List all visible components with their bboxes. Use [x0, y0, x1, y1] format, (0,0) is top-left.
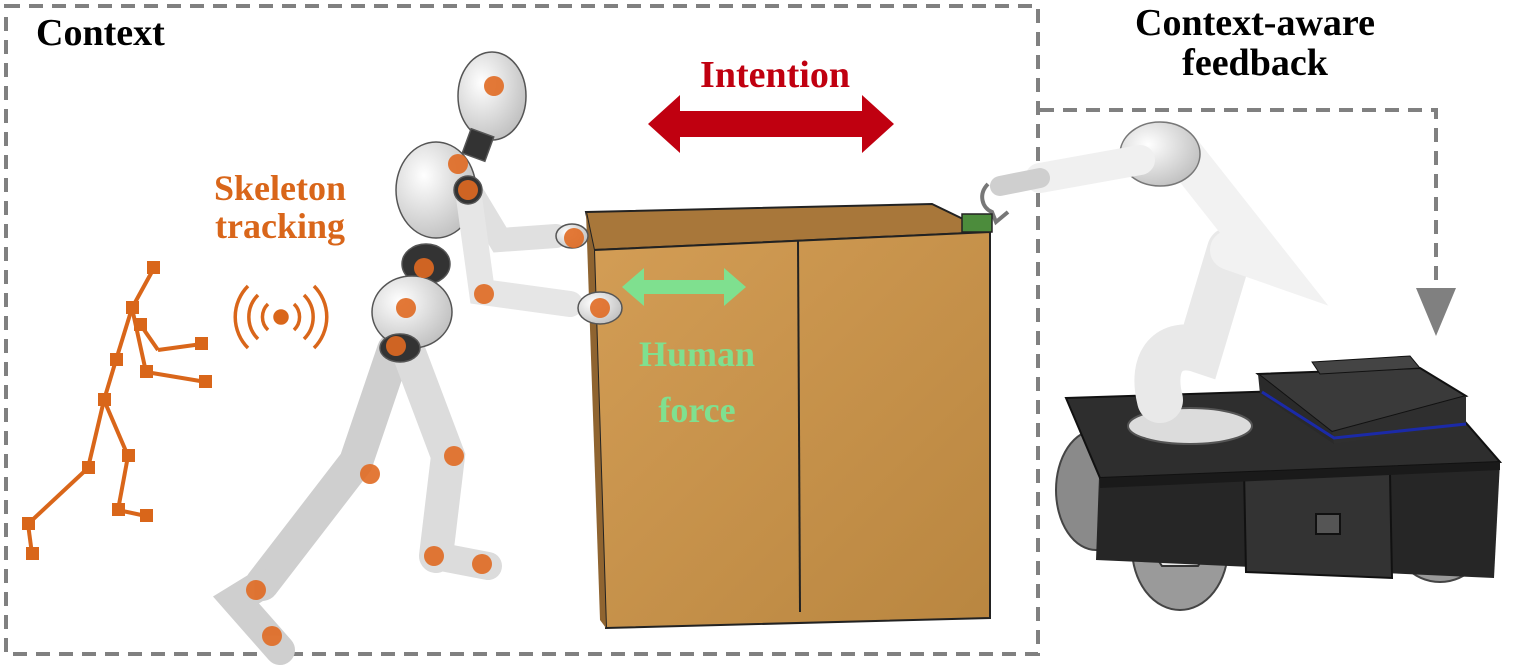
tracking-markers: [246, 76, 610, 646]
wireless-signal-icon: [233, 284, 329, 350]
intention-arrow: [648, 95, 894, 153]
human-force-label: Human force: [612, 334, 782, 430]
robot-arm-icon: [961, 121, 1329, 445]
feedback-title: Context-aware feedback: [1110, 2, 1400, 84]
human-force-line2: force: [658, 389, 736, 430]
box-icon: [584, 202, 991, 630]
human-force-line1: Human: [638, 334, 756, 374]
human-force-arrow: [622, 268, 746, 306]
feedback-title-line1: Context-aware: [1135, 2, 1375, 44]
context-frame: [4, 4, 1040, 656]
feedback-title-line2: feedback: [1182, 41, 1328, 84]
skeleton-label-line2: tracking: [215, 205, 345, 246]
skeleton-tracking-label: Skeleton tracking: [190, 168, 370, 246]
skeleton-stick-figure-icon: [22, 261, 212, 560]
feedback-arrow: [1040, 108, 1456, 336]
intention-label: Intention: [700, 54, 850, 96]
context-title: Context: [36, 12, 165, 54]
skeleton-label-line1: Skeleton: [213, 168, 346, 208]
mobile-base-icon: [1055, 355, 1503, 611]
